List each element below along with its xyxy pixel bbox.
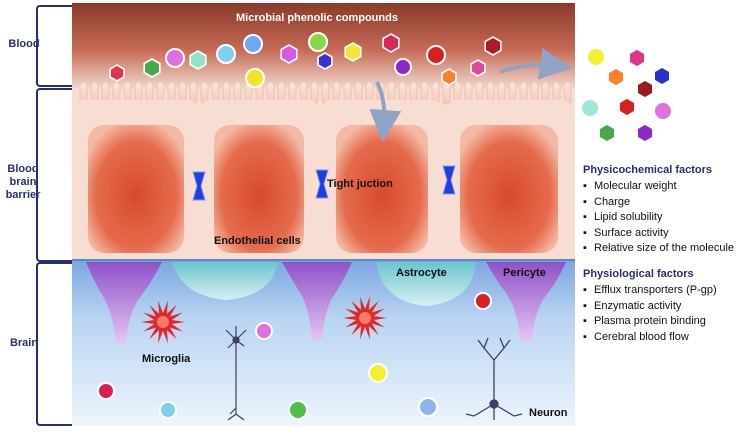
pericyte-foot-2 xyxy=(282,262,352,342)
phenolic-molecule-circle xyxy=(368,363,388,383)
physicochemical-item: Charge xyxy=(583,195,734,211)
label-neuron: Neuron xyxy=(529,407,568,419)
physicochemical-item: Lipid solubility xyxy=(583,210,734,226)
endothelial-nucleus-area xyxy=(460,125,558,253)
microvillus xyxy=(321,81,330,105)
phenolic-molecule-circle xyxy=(474,292,492,310)
phenolic-molecule-circle xyxy=(245,68,265,88)
physicochemical-factors: Physicochemical factors Molecular weight… xyxy=(583,164,734,257)
endothelial-nucleus-area xyxy=(336,125,428,253)
label-microglia: Microglia xyxy=(142,353,191,365)
physicochemical-item: Molecular weight xyxy=(583,179,734,195)
physiological-list: Efflux transporters (P-gp)Enzymatic acti… xyxy=(583,283,717,345)
phenolic-molecule-hexagon xyxy=(653,66,671,86)
phenolic-molecule-circle xyxy=(97,382,115,400)
phenolic-molecule-circle xyxy=(243,34,263,54)
physicochemical-item: Surface activity xyxy=(583,226,734,242)
phenolic-molecule-hexagon xyxy=(143,58,161,78)
phenolic-molecule-hexagon xyxy=(317,52,333,70)
phenolic-molecule-hexagon xyxy=(344,42,362,62)
label-endothelial: Endothelial cells xyxy=(214,235,301,247)
phenolic-molecule-hexagon xyxy=(280,44,298,64)
physiological-item: Plasma protein binding xyxy=(583,314,717,330)
phenolic-molecule-circle xyxy=(580,98,600,118)
physiological-item: Cerebral blood flow xyxy=(583,330,717,346)
phenolic-molecule-circle xyxy=(418,397,438,417)
microvilli xyxy=(79,81,572,105)
phenolic-molecule-hexagon xyxy=(636,79,654,99)
phenolic-molecule-hexagon xyxy=(598,123,616,143)
phenolic-molecule-hexagon xyxy=(441,68,457,86)
physiological-item: Efflux transporters (P-gp) xyxy=(583,283,717,299)
title: Microbial phenolic compounds xyxy=(236,12,398,24)
bbb-bracket xyxy=(36,88,72,262)
astrocyte-foot-2 xyxy=(376,262,476,306)
physiological-title: Physiological factors xyxy=(583,268,694,280)
phenolic-molecule-hexagon xyxy=(109,64,125,82)
physiological-item: Enzymatic activity xyxy=(583,299,717,315)
physiological-factors: Physiological factors Efflux transporter… xyxy=(583,268,717,345)
phenolic-molecule-hexagon xyxy=(189,50,207,70)
label-astrocyte: Astrocyte xyxy=(396,267,447,279)
phenolic-molecule-hexagon xyxy=(470,59,486,77)
tight-junction-icon xyxy=(315,169,329,199)
neuron-small xyxy=(225,326,247,421)
phenolic-molecule-hexagon xyxy=(607,67,625,87)
blood-bracket xyxy=(36,5,72,87)
tight-junction-icon xyxy=(192,171,206,201)
physicochemical-item: Relative size of the molecule xyxy=(583,241,734,257)
phenolic-molecule-circle xyxy=(426,45,446,65)
phenolic-molecule-hexagon xyxy=(484,36,502,56)
phenolic-molecule-hexagon xyxy=(382,33,400,53)
phenolic-molecule-circle xyxy=(394,58,412,76)
label-brain: Brain xyxy=(9,337,39,349)
physicochemical-list: Molecular weightChargeLipid solubilitySu… xyxy=(583,179,734,257)
phenolic-molecule-hexagon xyxy=(628,48,646,68)
phenolic-molecule-hexagon xyxy=(618,97,636,117)
phenolic-molecule-circle xyxy=(288,400,308,420)
microvillus xyxy=(310,81,319,105)
microglia-cells xyxy=(141,296,387,344)
label-bbb: Blood brain barrier xyxy=(5,163,41,201)
neuron-large xyxy=(465,337,523,420)
label-pericyte: Pericyte xyxy=(503,267,546,279)
physicochemical-title: Physicochemical factors xyxy=(583,164,713,176)
phenolic-compounds xyxy=(97,32,673,420)
phenolic-molecule-circle xyxy=(159,401,177,419)
phenolic-molecule-circle xyxy=(586,47,606,67)
label-tight-junction: Tight juction xyxy=(327,178,393,190)
phenolic-molecule-circle xyxy=(165,48,185,68)
phenolic-molecule-circle xyxy=(653,101,673,121)
pericyte-feet xyxy=(86,262,566,344)
pericyte-foot-1 xyxy=(86,262,162,344)
phenolic-molecule-circle xyxy=(216,44,236,64)
astrocyte-feet xyxy=(172,262,476,306)
brain-bracket xyxy=(36,262,72,426)
microglia-core xyxy=(359,312,371,324)
tight-junction-icon xyxy=(442,165,456,195)
endothelial-nucleus-area xyxy=(214,125,304,253)
phenolic-molecule-hexagon xyxy=(636,123,654,143)
endothelial-nucleus-area xyxy=(88,125,184,253)
phenolic-molecule-circle xyxy=(255,322,273,340)
microglia-core xyxy=(157,316,169,328)
transport-arrow-down xyxy=(369,81,402,142)
phenolic-molecule-circle xyxy=(308,32,328,52)
efflux-arrow xyxy=(499,47,572,80)
pericyte-foot-3 xyxy=(486,262,566,342)
tight-junctions xyxy=(192,165,456,201)
endothelial-cells xyxy=(74,100,572,258)
astrocyte-foot-1 xyxy=(172,262,278,300)
label-blood: Blood xyxy=(8,38,40,50)
